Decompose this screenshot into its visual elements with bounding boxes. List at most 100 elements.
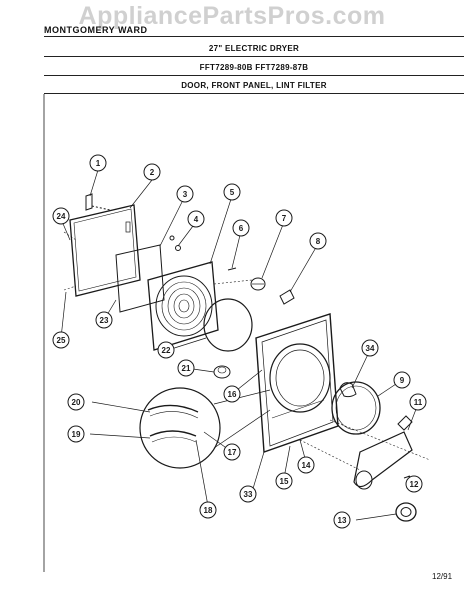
part-7-latch (250, 277, 266, 291)
callout-number: 17 (228, 448, 237, 457)
header-rule (44, 93, 464, 94)
callout-11: 11 (409, 393, 427, 411)
callout-circle (199, 501, 217, 519)
detail-magnifier (139, 387, 271, 469)
date-code: 12/91 (432, 572, 453, 581)
callout-number: 9 (400, 376, 405, 385)
callout-number: 4 (194, 215, 199, 224)
callout-number: 14 (302, 461, 311, 470)
callout-circle (309, 232, 327, 250)
callout-circle (223, 385, 241, 403)
callout-circle (176, 185, 194, 203)
callout-4: 4 (187, 210, 205, 228)
callout-15: 15 (275, 472, 293, 490)
part-8-strike (279, 289, 295, 305)
callout-circle (361, 339, 379, 357)
callout-number: 1 (96, 159, 101, 168)
header-rule (44, 36, 464, 37)
part-11-duct (353, 415, 413, 490)
callout-7: 7 (275, 209, 293, 227)
callout-number: 8 (316, 237, 321, 246)
part-5-inner-door (147, 261, 219, 351)
callout-number: 18 (204, 506, 213, 515)
callout-circle (52, 207, 70, 225)
callout-21: 21 (177, 359, 195, 377)
part-34-filter-housing (339, 382, 357, 398)
part-2-door-panel (69, 204, 141, 297)
callout-5: 5 (223, 183, 241, 201)
callout-circle (52, 331, 70, 349)
callout-circle (223, 183, 241, 201)
callout-number: 3 (183, 190, 188, 199)
callout-18: 18 (199, 501, 217, 519)
part-21-knob (213, 365, 231, 379)
callout-number: 2 (150, 168, 155, 177)
callout-circle (95, 311, 113, 329)
front-panel (255, 313, 339, 453)
callout-number: 12 (410, 480, 419, 489)
callout-2: 2 (143, 163, 161, 181)
callout-circle (89, 154, 107, 172)
callout-circle (67, 425, 85, 443)
callout-23: 23 (95, 311, 113, 329)
callout-group: 1234567891112131415161718192021222324253… (52, 154, 427, 529)
callout-circle (409, 393, 427, 411)
part-6-screw (227, 267, 237, 271)
callout-13: 13 (333, 511, 351, 529)
part-1-hinge (85, 193, 111, 211)
callout-number: 21 (182, 364, 191, 373)
callout-circle (67, 393, 85, 411)
callout-number: 5 (230, 188, 235, 197)
callout-number: 20 (72, 398, 81, 407)
callout-17: 17 (223, 443, 241, 461)
callout-number: 19 (72, 430, 81, 439)
callout-circle (177, 359, 195, 377)
part-22-gasket (203, 298, 253, 352)
callout-circle (187, 210, 205, 228)
callout-24: 24 (52, 207, 70, 225)
callout-circle (333, 511, 351, 529)
callout-circle (223, 443, 241, 461)
part-3-door-liner (115, 244, 165, 313)
model-line: 27" ELECTRIC DRYER (208, 44, 300, 53)
section-title: DOOR, FRONT PANEL, LINT FILTER (181, 81, 327, 90)
callout-34: 34 (361, 339, 379, 357)
callout-25: 25 (52, 331, 70, 349)
callout-circle (232, 219, 250, 237)
callout-14: 14 (297, 456, 315, 474)
callout-number: 25 (57, 336, 66, 345)
callout-number: 16 (228, 390, 237, 399)
callout-circle (275, 472, 293, 490)
callout-number: 24 (57, 212, 66, 221)
callout-circle (297, 456, 315, 474)
callout-22: 22 (157, 341, 175, 359)
callout-number: 22 (162, 346, 171, 355)
callout-circle (239, 485, 257, 503)
brand-label: MONTGOMERY WARD (44, 25, 148, 35)
callout-12: 12 (405, 475, 423, 493)
callout-3: 3 (176, 185, 194, 203)
callout-6: 6 (232, 219, 250, 237)
callout-number: 11 (414, 398, 423, 407)
assembly-lines (63, 231, 431, 471)
header-rule (44, 75, 464, 76)
callout-16: 16 (223, 385, 241, 403)
callout-number: 23 (100, 316, 109, 325)
callout-number: 7 (282, 214, 287, 223)
callout-circle (405, 475, 423, 493)
callout-number: 15 (280, 477, 289, 486)
callout-number: 6 (239, 224, 244, 233)
callout-number: 13 (338, 516, 347, 525)
callout-9: 9 (393, 371, 411, 389)
part-4-screw (175, 245, 181, 251)
watermark: AppliancePartsPros.com (78, 2, 386, 30)
part-9-bearing-ring (331, 381, 381, 435)
callout-1: 1 (89, 154, 107, 172)
callout-20: 20 (67, 393, 85, 411)
callout-33: 33 (239, 485, 257, 503)
callout-circle (157, 341, 175, 359)
part-13-seal (395, 502, 417, 522)
callout-circle (275, 209, 293, 227)
